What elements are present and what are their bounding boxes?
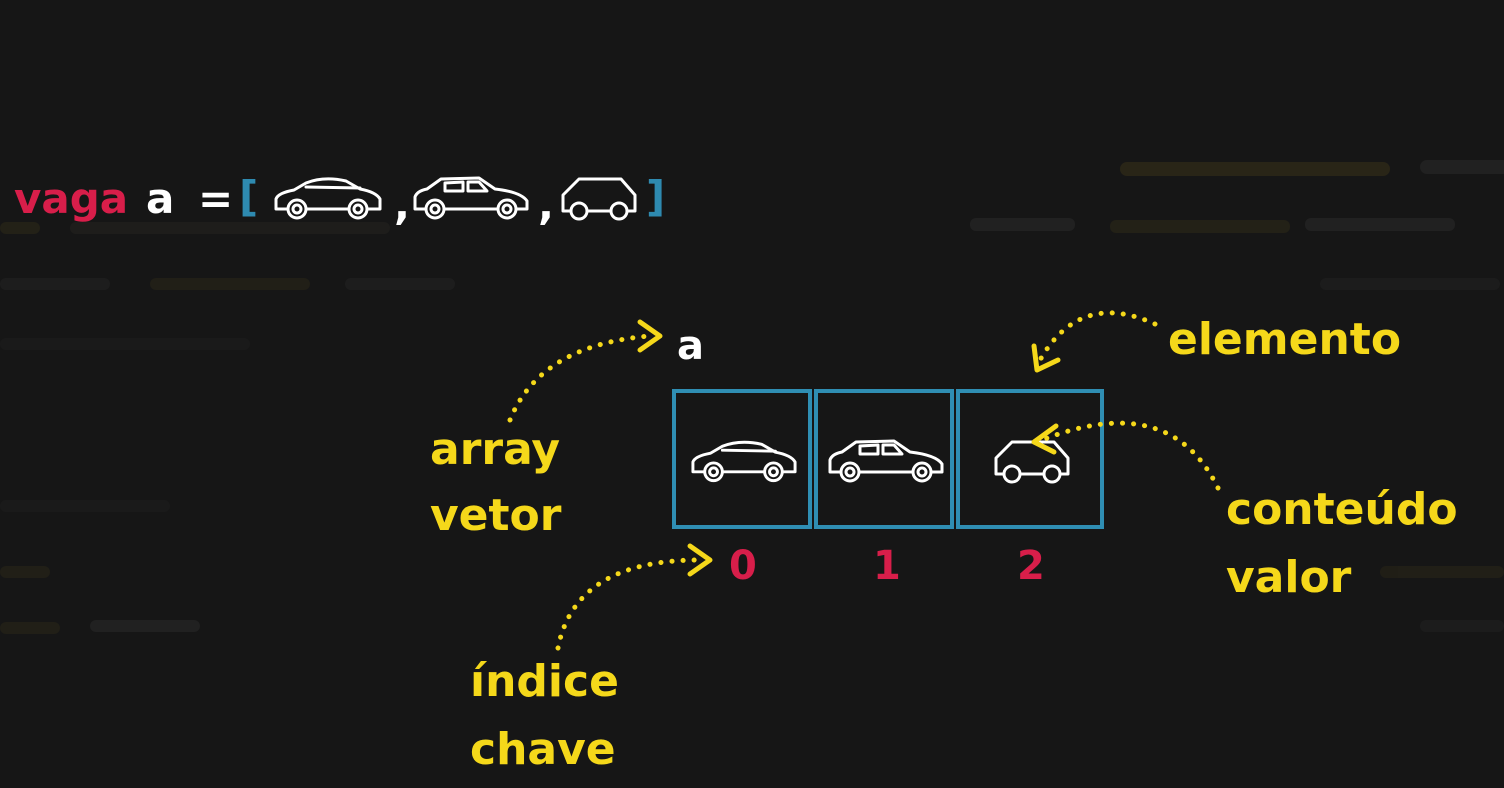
sedan-car-icon <box>274 177 382 220</box>
sedan-car-icon <box>691 440 797 483</box>
code-variable: a <box>146 174 175 223</box>
label-conteudo: conteúdo <box>1226 484 1458 535</box>
small-car-icon <box>561 177 637 221</box>
array-index-1: 1 <box>873 543 901 589</box>
array-index-2: 2 <box>1017 543 1045 589</box>
hatchback-car-icon <box>413 176 529 220</box>
label-chave: chave <box>470 724 616 775</box>
code-comma-2: , <box>538 180 554 229</box>
array-cell-1 <box>814 389 954 529</box>
label-indice: índice <box>470 656 619 707</box>
code-open-bracket: [ <box>239 172 259 221</box>
label-vetor: vetor <box>430 490 562 541</box>
label-array: array <box>430 424 561 475</box>
code-close-bracket: ] <box>646 172 666 221</box>
code-equals: = <box>198 174 234 223</box>
code-keyword: vaga <box>14 174 129 223</box>
array-cell-0 <box>672 389 812 529</box>
code-comma-1: , <box>394 180 410 229</box>
array-index-0: 0 <box>729 543 757 589</box>
label-valor: valor <box>1226 552 1352 603</box>
array-name-label: a <box>677 323 704 369</box>
hatchback-car-icon <box>828 439 944 483</box>
label-elemento: elemento <box>1168 314 1402 365</box>
small-car-icon <box>994 440 1070 484</box>
